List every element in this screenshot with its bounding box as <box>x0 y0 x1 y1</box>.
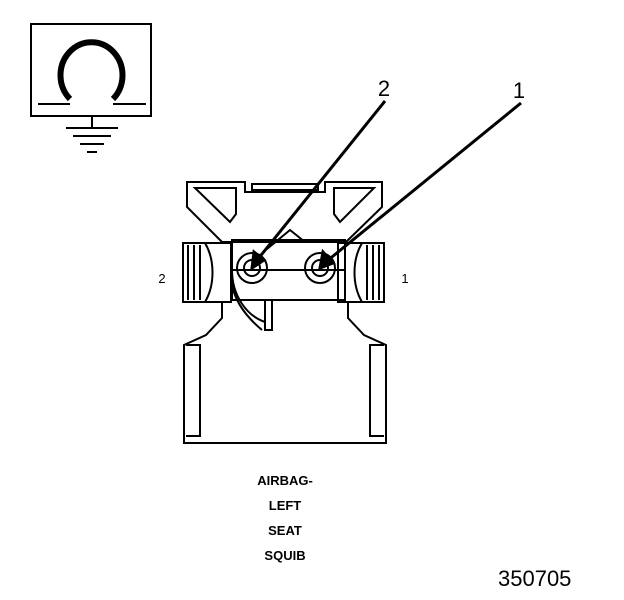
caption-line-3: SEAT <box>268 523 302 538</box>
callout-leaders <box>250 100 522 272</box>
caption-line-1: AIRBAG- <box>257 473 313 488</box>
caption-line-4: SQUIB <box>264 548 306 563</box>
connector-top-housing <box>186 181 383 243</box>
right-latch-window <box>333 187 377 224</box>
pin-label-left: 2 <box>158 271 165 286</box>
callout-leader-2 <box>256 100 387 260</box>
callout-leader-1 <box>326 101 522 263</box>
caption-line-2: LEFT <box>268 498 302 513</box>
figure-number: 350705 <box>498 566 572 591</box>
right-ear <box>337 242 385 303</box>
pin-label-right: 1 <box>401 271 408 286</box>
callout-number-1: 1 <box>513 78 525 103</box>
left-latch-window <box>192 187 237 224</box>
connector <box>182 181 387 444</box>
left-ear <box>182 242 232 303</box>
callout-number-2: 2 <box>378 76 390 101</box>
latch-slot <box>251 183 319 191</box>
connector-lower-shroud <box>183 302 387 444</box>
ohmmeter-ground-symbol-icon <box>30 23 152 153</box>
arrowhead-1 <box>318 248 336 271</box>
arrowhead-2 <box>250 249 267 272</box>
